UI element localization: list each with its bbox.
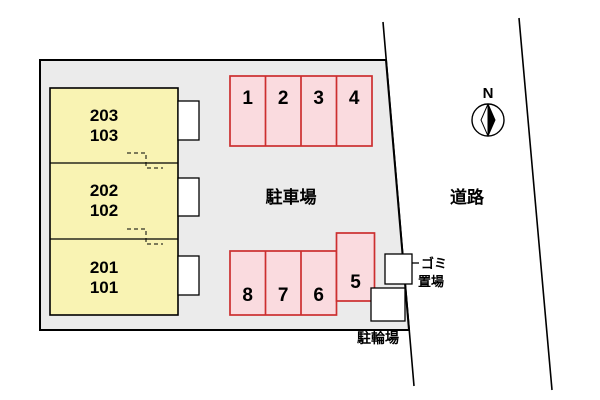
entrance-box-1 [177,100,200,141]
stall-number-8: 8 [242,285,253,306]
bicycle-area: 駐輪場 [357,287,406,346]
stall-number-5: 5 [350,272,361,293]
compass: N [471,85,505,137]
compass-north-label: N [483,85,494,102]
stair-dashed-line-1 [127,152,163,169]
unit-label-202: 202 [90,181,118,200]
parking-stalls-bottom: 8 7 6 5 [229,232,376,316]
unit-label-102: 102 [90,201,118,220]
garbage-label-line2: 置場 [418,274,444,289]
building-outline [49,87,179,316]
bicycle-label: 駐輪場 [357,330,399,346]
entrance-box-3 [177,255,200,296]
bicycle-box [370,287,406,322]
compass-needle-east-icon [487,103,496,137]
entrance-box-2 [177,177,200,217]
unit-label-201: 201 [90,258,118,277]
stall-5-box [335,232,376,302]
unit-label-101: 101 [90,278,118,297]
parking-stalls-top: 1 2 3 4 [229,75,373,147]
stall-group-bottom [229,250,338,316]
road-label: 道路 [450,187,485,207]
stall-number-2: 2 [278,88,289,109]
parking-lot-label: 駐車場 [266,187,317,207]
garbage-area: ゴミ 置場 [384,253,447,289]
stall-number-4: 4 [349,88,360,109]
garbage-box [384,253,413,285]
stair-dashed-line-2 [127,228,163,245]
unit-label-103: 103 [90,126,118,145]
building-block: 203 103 202 102 201 101 [49,87,200,316]
road-edge-right [518,17,553,391]
stall-number-3: 3 [313,88,324,109]
stall-number-1: 1 [242,88,253,109]
road-edge-left [382,21,415,387]
unit-label-203: 203 [90,106,118,125]
garbage-label-line1: ゴミ [421,256,447,271]
stall-number-7: 7 [278,285,289,306]
stall-number-6: 6 [313,285,324,306]
